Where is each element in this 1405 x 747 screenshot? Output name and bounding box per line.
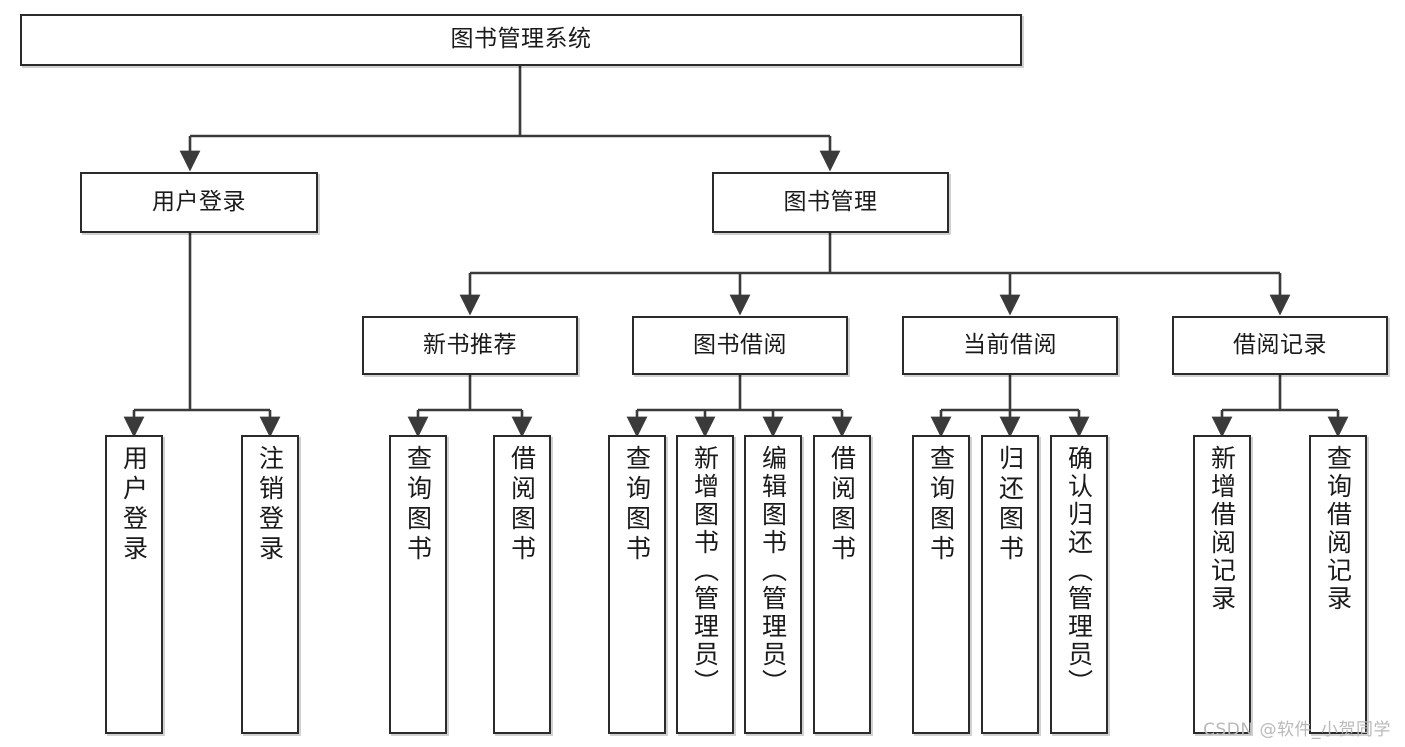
- node-leaf-add-record-label: 新增借阅记录: [1207, 445, 1237, 613]
- node-book-manage[interactable]: 图书管理: [712, 172, 949, 233]
- node-leaf-user-logout-label: 注销登录: [255, 445, 285, 565]
- node-leaf-user-logout[interactable]: 注销登录: [241, 435, 299, 734]
- node-leaf-query-book-1[interactable]: 查询图书: [389, 435, 447, 734]
- node-leaf-query-record-label: 查询借阅记录: [1323, 445, 1353, 613]
- node-current-borrow[interactable]: 当前借阅: [902, 316, 1118, 375]
- node-leaf-query-book-3[interactable]: 查询图书: [912, 435, 970, 734]
- node-leaf-borrow-book-2-label: 借阅图书: [827, 445, 857, 565]
- node-book-borrow[interactable]: 图书借阅: [632, 316, 848, 375]
- node-leaf-borrow-book-1-label: 借阅图书: [507, 445, 537, 565]
- node-leaf-query-book-2-label: 查询图书: [622, 445, 652, 565]
- node-user-login[interactable]: 用户登录: [80, 172, 318, 233]
- node-book-manage-label: 图书管理: [783, 188, 878, 215]
- node-leaf-query-book-1-label: 查询图书: [403, 445, 433, 565]
- node-leaf-edit-book[interactable]: 编辑图书（管理员）: [744, 435, 802, 734]
- node-leaf-add-book[interactable]: 新增图书（管理员）: [676, 435, 734, 734]
- node-leaf-edit-book-label: 编辑图书（管理员）: [758, 445, 788, 697]
- node-book-borrow-label: 图书借阅: [693, 331, 787, 358]
- node-new-book-recommend-label: 新书推荐: [423, 331, 517, 358]
- node-user-login-label: 用户登录: [152, 188, 246, 215]
- watermark: CSDN @软件_小贺同学: [1203, 720, 1391, 740]
- node-root-label: 图书管理系统: [450, 26, 592, 53]
- node-leaf-confirm-return[interactable]: 确认归还（管理员）: [1050, 435, 1108, 734]
- node-leaf-return-book-label: 归还图书: [995, 445, 1025, 565]
- node-current-borrow-label: 当前借阅: [963, 331, 1057, 358]
- node-borrow-record-label: 借阅记录: [1233, 331, 1327, 358]
- node-leaf-user-login[interactable]: 用户登录: [105, 435, 163, 734]
- node-borrow-record[interactable]: 借阅记录: [1172, 316, 1388, 375]
- node-leaf-user-login-label: 用户登录: [119, 445, 149, 565]
- node-leaf-query-book-2[interactable]: 查询图书: [608, 435, 666, 734]
- node-leaf-add-book-label: 新增图书（管理员）: [690, 445, 720, 697]
- node-new-book-recommend[interactable]: 新书推荐: [362, 316, 578, 375]
- node-leaf-query-record[interactable]: 查询借阅记录: [1309, 435, 1367, 734]
- node-leaf-confirm-return-label: 确认归还（管理员）: [1064, 445, 1094, 697]
- node-leaf-return-book[interactable]: 归还图书: [981, 435, 1039, 734]
- node-leaf-add-record[interactable]: 新增借阅记录: [1193, 435, 1251, 734]
- node-leaf-borrow-book-1[interactable]: 借阅图书: [493, 435, 551, 734]
- node-root[interactable]: 图书管理系统: [20, 14, 1022, 66]
- node-leaf-borrow-book-2[interactable]: 借阅图书: [813, 435, 871, 734]
- node-leaf-query-book-3-label: 查询图书: [926, 445, 956, 565]
